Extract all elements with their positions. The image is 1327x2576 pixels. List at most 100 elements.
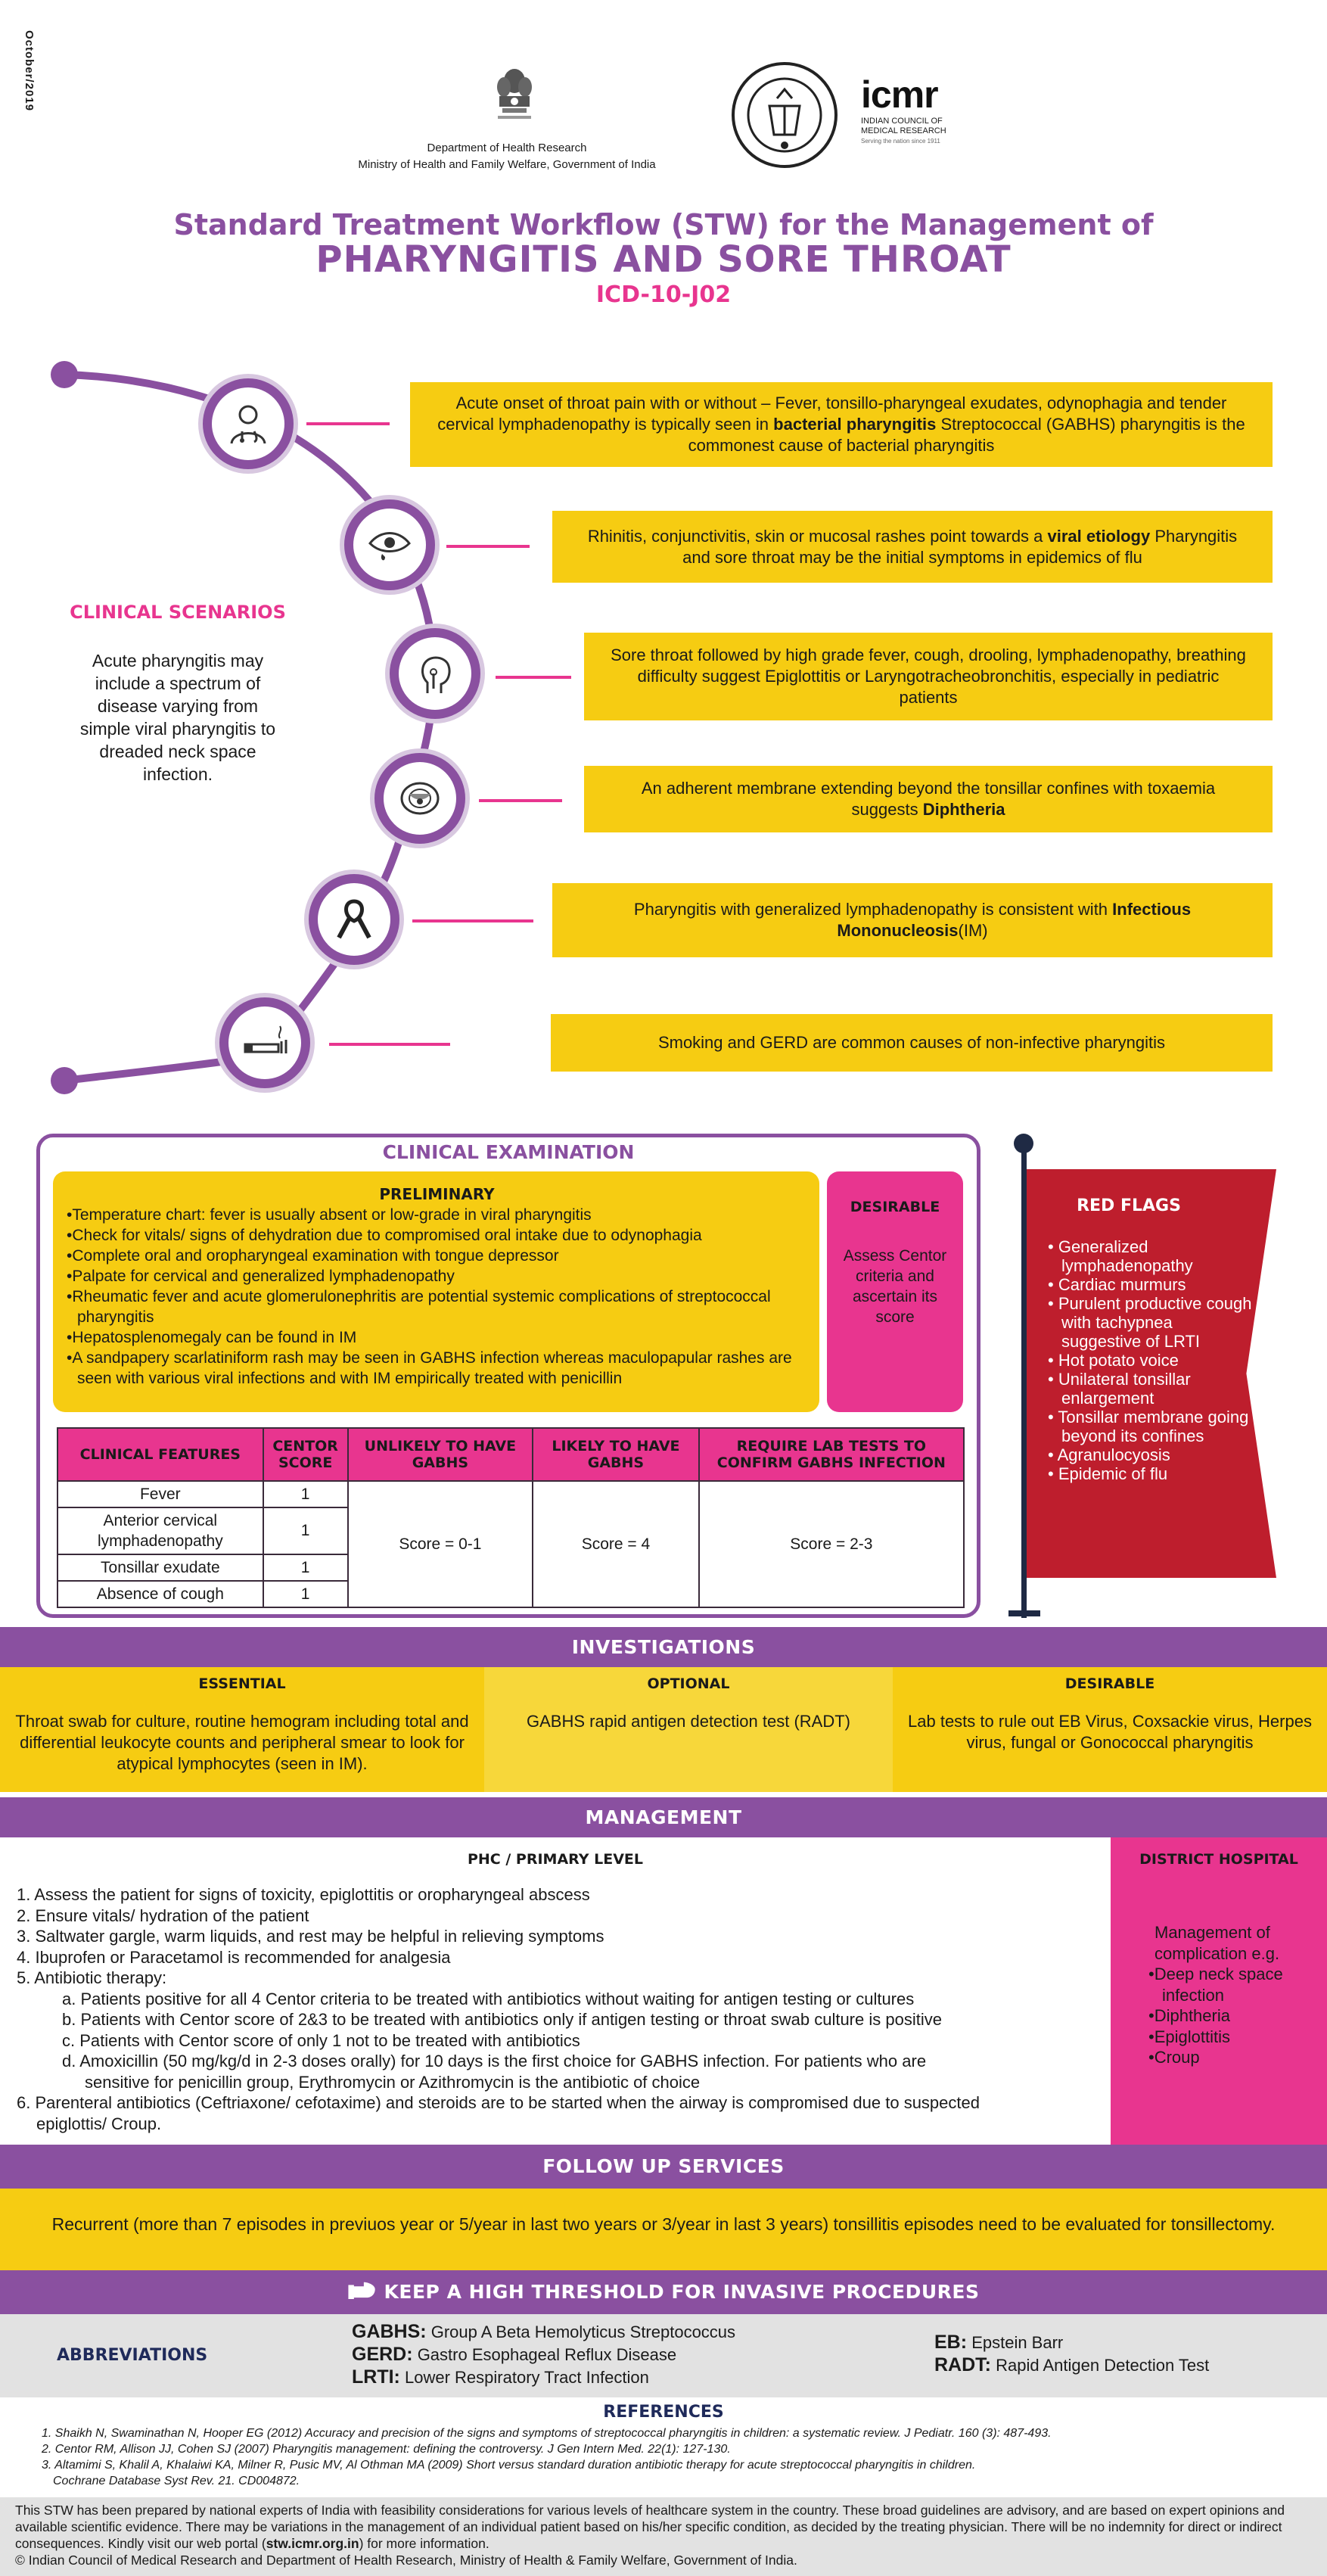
scenario-connector xyxy=(446,545,530,548)
icmr-logo: icmr INDIAN COUNCIL OF MEDICAL RESEARCH … xyxy=(861,76,967,145)
list-item: Agranulocyosis xyxy=(1048,1445,1252,1464)
scenario-box: Acute onset of throat pain with or witho… xyxy=(410,382,1273,467)
list-item: Hot potato voice xyxy=(1048,1351,1252,1370)
flag-pole xyxy=(1021,1141,1027,1618)
abbreviation-definition: Gastro Esophageal Reflux Disease xyxy=(417,2345,677,2364)
feature-cell: Tonsillar exudate xyxy=(57,1554,264,1582)
references-heading: REFERENCES xyxy=(603,2403,724,2422)
unlikely-cell: Score = 0-1 xyxy=(347,1480,534,1608)
list-item: Hepatosplenomegaly can be found in IM xyxy=(67,1327,807,1348)
eye-tear-icon xyxy=(344,499,435,590)
red-flags-heading: RED FLAGS xyxy=(1077,1196,1181,1215)
list-item: Purulent productive cough with tachypnea… xyxy=(1048,1294,1252,1351)
abbreviation-definition: Group A Beta Hemolyticus Streptococcus xyxy=(430,2322,736,2341)
list-item: 2. Ensure vitals/ hydration of the patie… xyxy=(17,1906,309,1925)
score-cell: 1 xyxy=(262,1554,349,1582)
desirable-exam-text: Assess Centor criteria and ascertain its… xyxy=(843,1247,947,1326)
investigations-optional: OPTIONAL GABHS rapid antigen detection t… xyxy=(484,1667,893,1792)
table-row: Fever 1 Score = 0-1 Score = 4 Score = 2-… xyxy=(57,1480,965,1608)
reference-item: 1. Shaikh N, Swaminathan N, Hooper EG (2… xyxy=(42,2427,1052,2440)
scenario-text-end: Pharyngitis and sore throat may be the i… xyxy=(682,526,1238,567)
list-item: Epidemic of flu xyxy=(1048,1464,1252,1483)
district-hospital-panel: DISTRICT HOSPITAL Management of complica… xyxy=(1111,1837,1327,2145)
abbreviation-item: GABHS: Group A Beta Hemolyticus Streptoc… xyxy=(352,2320,735,2344)
optional-heading: OPTIONAL xyxy=(647,1675,730,1692)
ribbon-icon xyxy=(309,874,399,965)
abbreviations-heading: ABBREVIATIONS xyxy=(57,2346,208,2365)
abbreviation-item: LRTI: Lower Respiratory Tract Infection xyxy=(352,2366,649,2389)
list-item: Check for vitals/ signs of dehydration d… xyxy=(67,1225,807,1246)
abbreviation-term: RADT: xyxy=(934,2354,991,2375)
list-item: b. Patients with Centor score of 2&3 to … xyxy=(62,2010,942,2029)
list-item: 5. Antibiotic therapy: xyxy=(17,1968,167,1987)
list-item: 4. Ibuprofen or Paracetamol is recommend… xyxy=(17,1947,451,1967)
table-header: CENTOR SCORE xyxy=(262,1427,349,1482)
list-item: Tonsillar membrane going beyond its conf… xyxy=(1048,1408,1252,1445)
scenario-box: Rhinitis, conjunctivitis, skin or mucosa… xyxy=(552,511,1273,583)
red-flags-panel: RED FLAGS Generalized lymphadenopathy Ca… xyxy=(1027,1169,1276,1578)
list-item: Croup xyxy=(1148,2047,1315,2068)
scenario-text: Pharyngitis with generalized lymphadenop… xyxy=(633,900,1113,919)
district-hospital-body: Management of complication e.g. Deep nec… xyxy=(1148,1922,1315,2068)
portal-link[interactable]: stw.icmr.org.in xyxy=(266,2536,359,2551)
essential-text: Throat swab for culture, routine hemogra… xyxy=(15,1712,469,1773)
desirable-exam-heading: DESIRABLE xyxy=(850,1199,940,1215)
disclaimer-text-end: ) for more information. xyxy=(359,2536,489,2551)
scenario-connector xyxy=(479,799,562,802)
clinical-scenarios-description: Acute pharyngitis may include a spectrum… xyxy=(79,651,276,784)
doctor-icon xyxy=(203,378,294,469)
footer-disclaimer: This STW has been prepared by national e… xyxy=(0,2497,1327,2576)
department-name: Department of Health Research xyxy=(427,142,587,154)
table-row: Anterior cervical lymphadenopathy 1 xyxy=(57,1507,964,1555)
icmr-full-name: INDIAN COUNCIL OF MEDICAL RESEARCH xyxy=(861,117,946,135)
scenario-box: Smoking and GERD are common causes of no… xyxy=(551,1014,1273,1072)
list-item: a. Patients positive for all 4 Centor cr… xyxy=(62,1989,915,2008)
threshold-banner: KEEP A HIGH THRESHOLD FOR INVASIVE PROCE… xyxy=(0,2270,1327,2314)
centor-score-table: CLINICAL FEATURES CENTOR SCORE UNLIKELY … xyxy=(57,1427,965,1608)
abbreviation-item: GERD: Gastro Esophageal Reflux Disease xyxy=(352,2343,676,2366)
management-list: 1. Assess the patient for signs of toxic… xyxy=(17,1884,1106,2134)
list-item: Generalized lymphadenopathy xyxy=(1048,1237,1252,1275)
table-header: REQUIRE LAB TESTS TO CONFIRM GABHS INFEC… xyxy=(698,1427,965,1482)
icmr-tagline: Serving the nation since 1911 xyxy=(861,138,940,145)
clinical-examination-frame xyxy=(36,1134,980,1618)
feature-cell: Absence of cough xyxy=(57,1580,264,1608)
scenario-connector xyxy=(496,676,571,679)
list-item: 3. Saltwater gargle, warm liquids, and r… xyxy=(17,1927,604,1946)
follow-up-heading: FOLLOW UP SERVICES xyxy=(0,2145,1327,2189)
icmr-seal-icon xyxy=(730,61,840,170)
table-row: Tonsillar exudate 1 xyxy=(57,1554,964,1582)
reference-item: Cochrane Database Syst Rev. 21. CD004872… xyxy=(53,2475,300,2487)
list-item: Palpate for cervical and generalized lym… xyxy=(67,1266,807,1286)
scenario-text: Rhinitis, conjunctivitis, skin or mucosa… xyxy=(587,526,1048,546)
copyright-text: © Indian Council of Medical Research and… xyxy=(15,2553,797,2568)
district-hospital-intro: Management of complication e.g. xyxy=(1155,1923,1280,1963)
abbreviation-definition: Lower Respiratory Tract Infection xyxy=(405,2368,649,2387)
reference-item: 2. Centor RM, Allison JJ, Cohen SJ (2007… xyxy=(42,2443,731,2456)
abbreviation-item: RADT: Rapid Antigen Detection Test xyxy=(934,2354,1209,2377)
list-item: Unilateral tonsillar enlargement xyxy=(1048,1370,1252,1408)
throat-membrane-icon xyxy=(374,753,465,844)
scenario-text: Sore throat followed by high grade fever… xyxy=(611,646,1246,707)
document-date: October/2019 xyxy=(23,30,36,112)
list-item: Cardiac murmurs xyxy=(1048,1275,1252,1294)
cigarette-icon xyxy=(219,997,310,1088)
scenario-connector xyxy=(329,1043,450,1046)
optional-text: GABHS rapid antigen detection test (RADT… xyxy=(527,1712,850,1731)
flag-pole-base xyxy=(1008,1610,1040,1616)
preliminary-box: PRELIMINARY Temperature chart: fever is … xyxy=(53,1171,819,1412)
district-hospital-heading: DISTRICT HOSPITAL xyxy=(1139,1851,1298,1868)
investigations-desirable: DESIRABLE Lab tests to rule out EB Virus… xyxy=(893,1667,1327,1792)
scenario-text: Smoking and GERD are common causes of no… xyxy=(657,1033,1166,1052)
table-row: Absence of cough 1 xyxy=(57,1580,964,1608)
desirable-text: Lab tests to rule out EB Virus, Coxsacki… xyxy=(908,1712,1312,1752)
abbreviation-term: GERD: xyxy=(352,2344,413,2365)
disclaimer-text: This STW has been prepared by national e… xyxy=(15,2503,1285,2551)
follow-up-text: Recurrent (more than 7 episodes in previ… xyxy=(0,2189,1327,2270)
references-list: 1. Shaikh N, Swaminathan N, Hooper EG (2… xyxy=(42,2425,1297,2489)
list-item: Deep neck space infection xyxy=(1148,1964,1315,2005)
score-cell: 1 xyxy=(262,1507,349,1555)
scenario-connector xyxy=(412,919,533,922)
table-header: UNLIKELY TO HAVE GABHS xyxy=(347,1427,534,1482)
red-flags-list: Generalized lymphadenopathy Cardiac murm… xyxy=(1048,1237,1252,1483)
